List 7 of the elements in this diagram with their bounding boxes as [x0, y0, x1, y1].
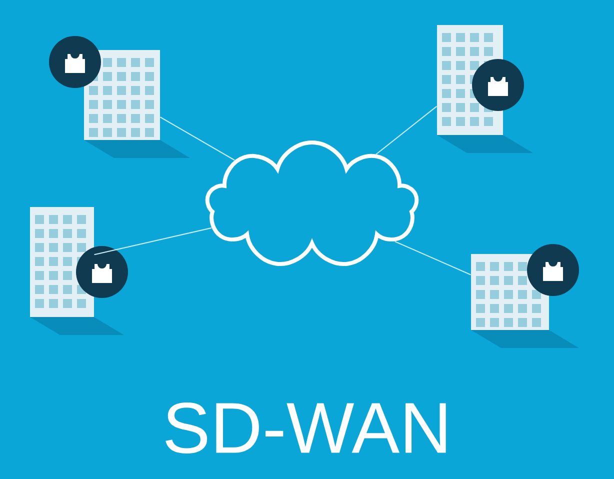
connector-line [376, 106, 438, 155]
connector-line [394, 240, 471, 276]
cloud-shape [205, 140, 419, 266]
building-drawing [84, 50, 190, 158]
connector-line [160, 116, 235, 161]
connector-line [94, 227, 212, 256]
title: SD-WAN [166, 402, 446, 454]
